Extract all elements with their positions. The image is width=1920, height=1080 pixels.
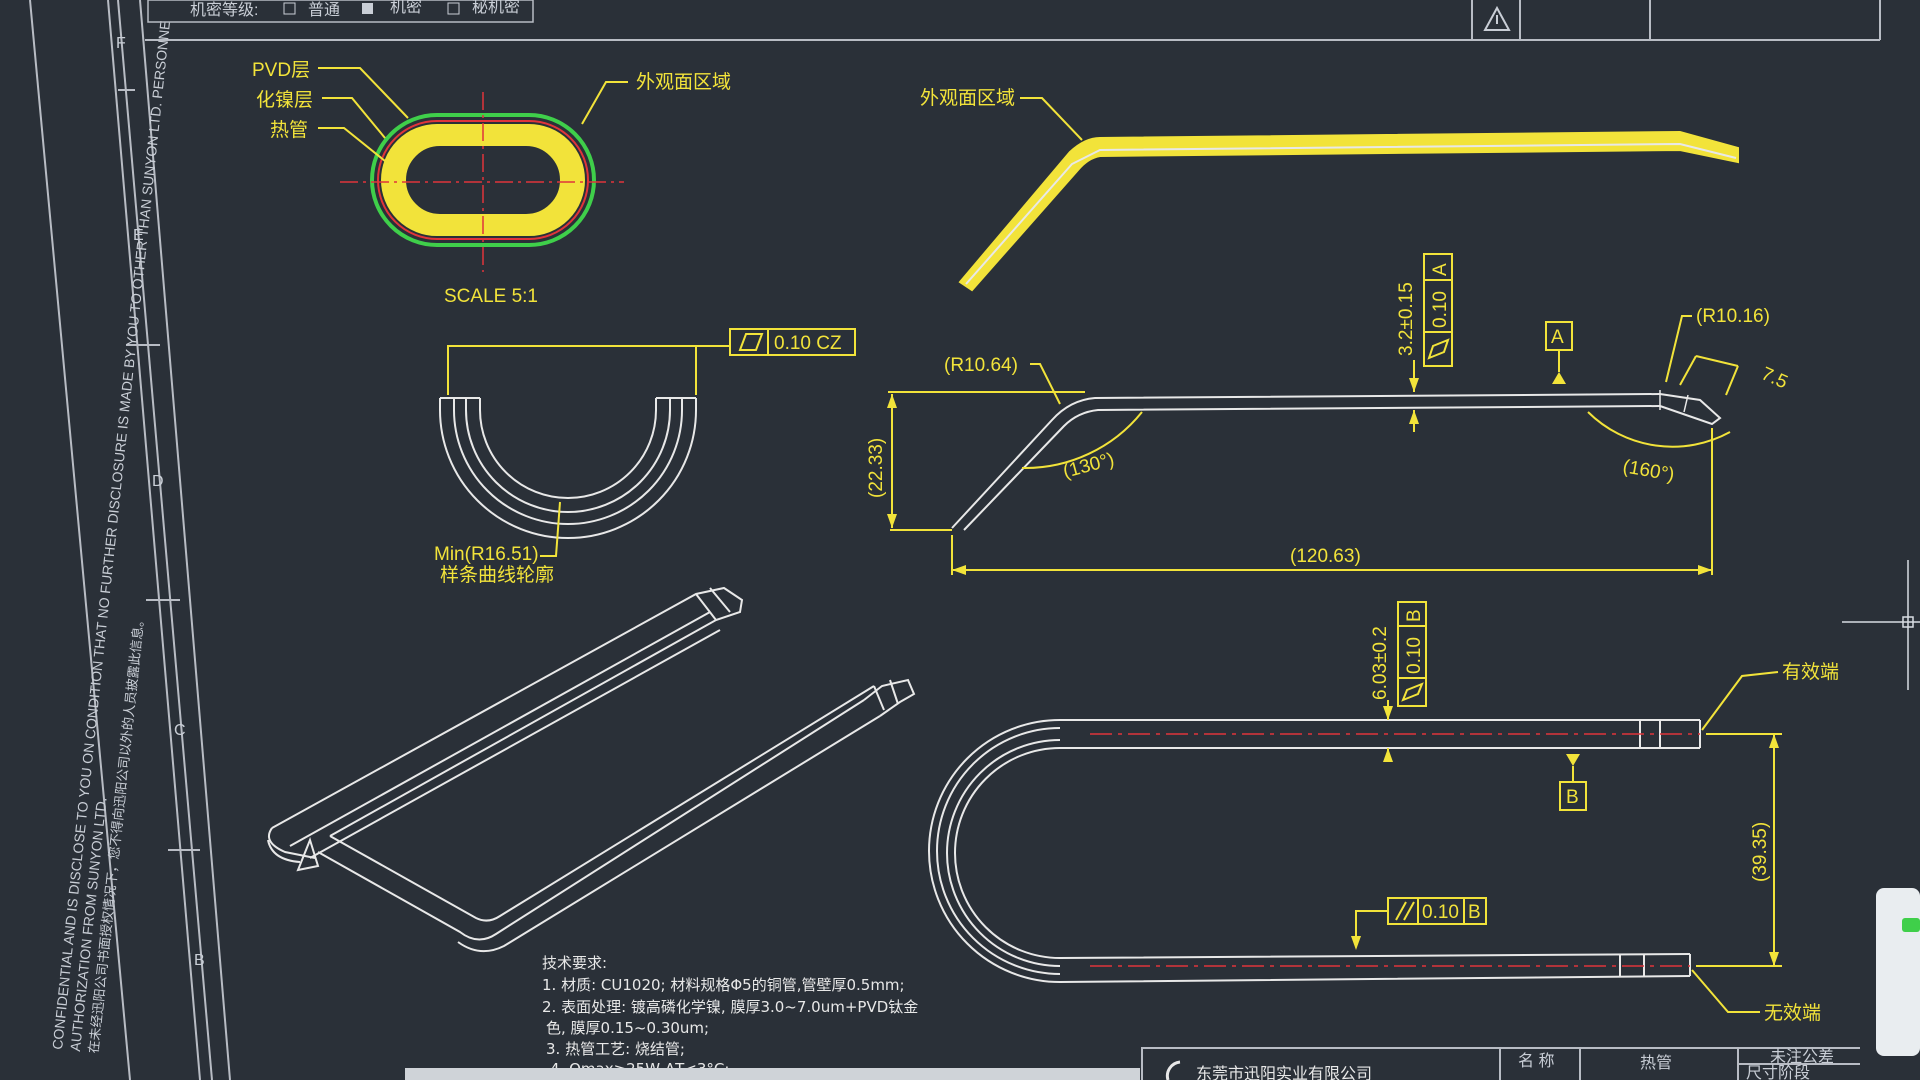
label-nickel-layer: 化镍层 (256, 89, 313, 111)
datum-a: A (1551, 327, 1564, 348)
flatness-a-value: 0.10 (1430, 291, 1451, 328)
zone-letter-b: B (194, 952, 205, 969)
section-scale: SCALE 5:1 (444, 286, 538, 307)
label-effective-end: 有效端 (1782, 661, 1839, 683)
checkbox-normal[interactable] (283, 2, 296, 15)
bend-view: 0.10 CZ Min(R16.51) 样条曲线轮廓 (434, 328, 856, 586)
top-view: 6.03±0.2 0.10 B B (39.35) 有效端 无效端 (928, 601, 1839, 1024)
end-length: 7.5 (1758, 363, 1791, 393)
top-width-dimension: (39.35) (1750, 822, 1771, 882)
length-dimension: (120.63) (1290, 546, 1361, 567)
flatness-frame-a: 0.10 A (1423, 253, 1453, 367)
side-pipe-appearance-area (958, 130, 1739, 292)
company-name: 东莞市迅阳实业有限公司 (1196, 1064, 1372, 1080)
security-level-label: 机密等级: (190, 1, 258, 19)
zone-letter-d: D (152, 473, 164, 490)
zone-letter-c: C (174, 722, 186, 739)
label-pvd-layer: PVD层 (252, 60, 310, 81)
option-normal: 普通 (308, 1, 340, 19)
checkbox-secret[interactable] (447, 2, 460, 15)
security-level-header: 机密等级: 普通 机密 秘机密 (147, 0, 534, 23)
option-confidential: 机密 (390, 0, 422, 16)
warning-icon (1483, 5, 1511, 31)
flatness-a-ref: A (1430, 263, 1451, 276)
flatness-a-icon (1427, 338, 1450, 360)
checkbox-confidential[interactable] (362, 3, 373, 14)
zone-letter-e: E (133, 227, 144, 244)
zone-letters: F E D C B (116, 35, 205, 969)
flatness-b-icon (1401, 682, 1424, 702)
parallelism-frame: 0.10 B (1387, 897, 1487, 925)
drawing-frame (29, 0, 1880, 1080)
spline-note: 样条曲线轮廓 (440, 564, 554, 586)
parallelism-ref: B (1468, 902, 1481, 923)
flatness-b-value: 0.10 (1404, 637, 1425, 674)
flatness-b-ref: B (1404, 609, 1425, 622)
crosshair-cursor (1842, 560, 1920, 690)
option-secret: 秘机密 (472, 0, 520, 16)
flatness-value: 0.10 CZ (774, 333, 842, 354)
parallelism-value: 0.10 (1422, 902, 1459, 923)
disclaimer-strip: CONFIDENTIAL AND IS DISCLOSE TO YOU ON C… (49, 20, 173, 1055)
tech-note-2: 2. 表面处理: 镀高磷化学镍, 膜厚3.0~7.0um+PVD钛金 (542, 998, 918, 1016)
tech-note-2b: 色, 膜厚0.15~0.30um; (546, 1019, 709, 1037)
technical-requirements: 技术要求: 1. 材质: CU1020; 材料规格Φ5的铜管,管壁厚0.5mm;… (542, 954, 918, 1078)
taskbar-strip[interactable] (405, 1068, 1140, 1080)
angle-right: (160°) (1621, 456, 1676, 486)
company-logo (1165, 1060, 1181, 1080)
side-panel-tab[interactable] (1876, 888, 1920, 1056)
side-view: 外观面区域 (920, 87, 1739, 292)
section-view: PVD层 化镍层 热管 外观面区域 SCALE 5:1 (252, 60, 731, 307)
name-value: 热管 (1640, 1054, 1672, 1072)
thickness-dimension: 3.2±0.15 (1396, 282, 1417, 356)
flatness-icon (738, 333, 764, 351)
tolerance-label: 未注公差 (1770, 1048, 1834, 1066)
flatness-frame-b: 0.10 B (1397, 601, 1427, 707)
radius-left: (R10.64) (944, 355, 1018, 376)
tech-notes-title: 技术要求: (542, 954, 607, 972)
isometric-view (267, 586, 916, 953)
height-dimension: (22.33) (866, 438, 887, 498)
flatness-frame (729, 328, 856, 356)
revision-block (1471, 0, 1881, 41)
size-stage-label: 尺寸阶段 (1746, 1064, 1810, 1080)
tech-note-1: 1. 材质: CU1020; 材料规格Φ5的铜管,管壁厚0.5mm; (542, 976, 905, 994)
tech-note-3: 3. 热管工艺: 烧结管; (546, 1040, 685, 1058)
zone-letter-f: F (116, 35, 126, 52)
label-appearance-area-side: 外观面区域 (920, 87, 1015, 109)
label-dead-end: 无效端 (1764, 1002, 1821, 1024)
angle-left: (130°) (1061, 449, 1117, 483)
chat-icon[interactable] (1902, 918, 1920, 932)
label-appearance-area-section: 外观面区域 (636, 71, 731, 93)
min-radius-value: Min(R16.51) (434, 544, 539, 565)
datum-b-box (1559, 781, 1587, 811)
front-view: (22.33) (120.63) (R10.64) (R10.16) (130°… (866, 253, 1791, 575)
radius-right: (R10.16) (1696, 306, 1770, 327)
name-label: 名 称 (1518, 1052, 1554, 1070)
datum-b: B (1566, 787, 1579, 808)
title-block: 名 称 热管 未注公差 尺寸阶段 东莞市迅阳实业有限公司 (1141, 1047, 1860, 1080)
top-thickness-dimension: 6.03±0.2 (1370, 626, 1391, 700)
label-heat-pipe: 热管 (270, 119, 308, 141)
